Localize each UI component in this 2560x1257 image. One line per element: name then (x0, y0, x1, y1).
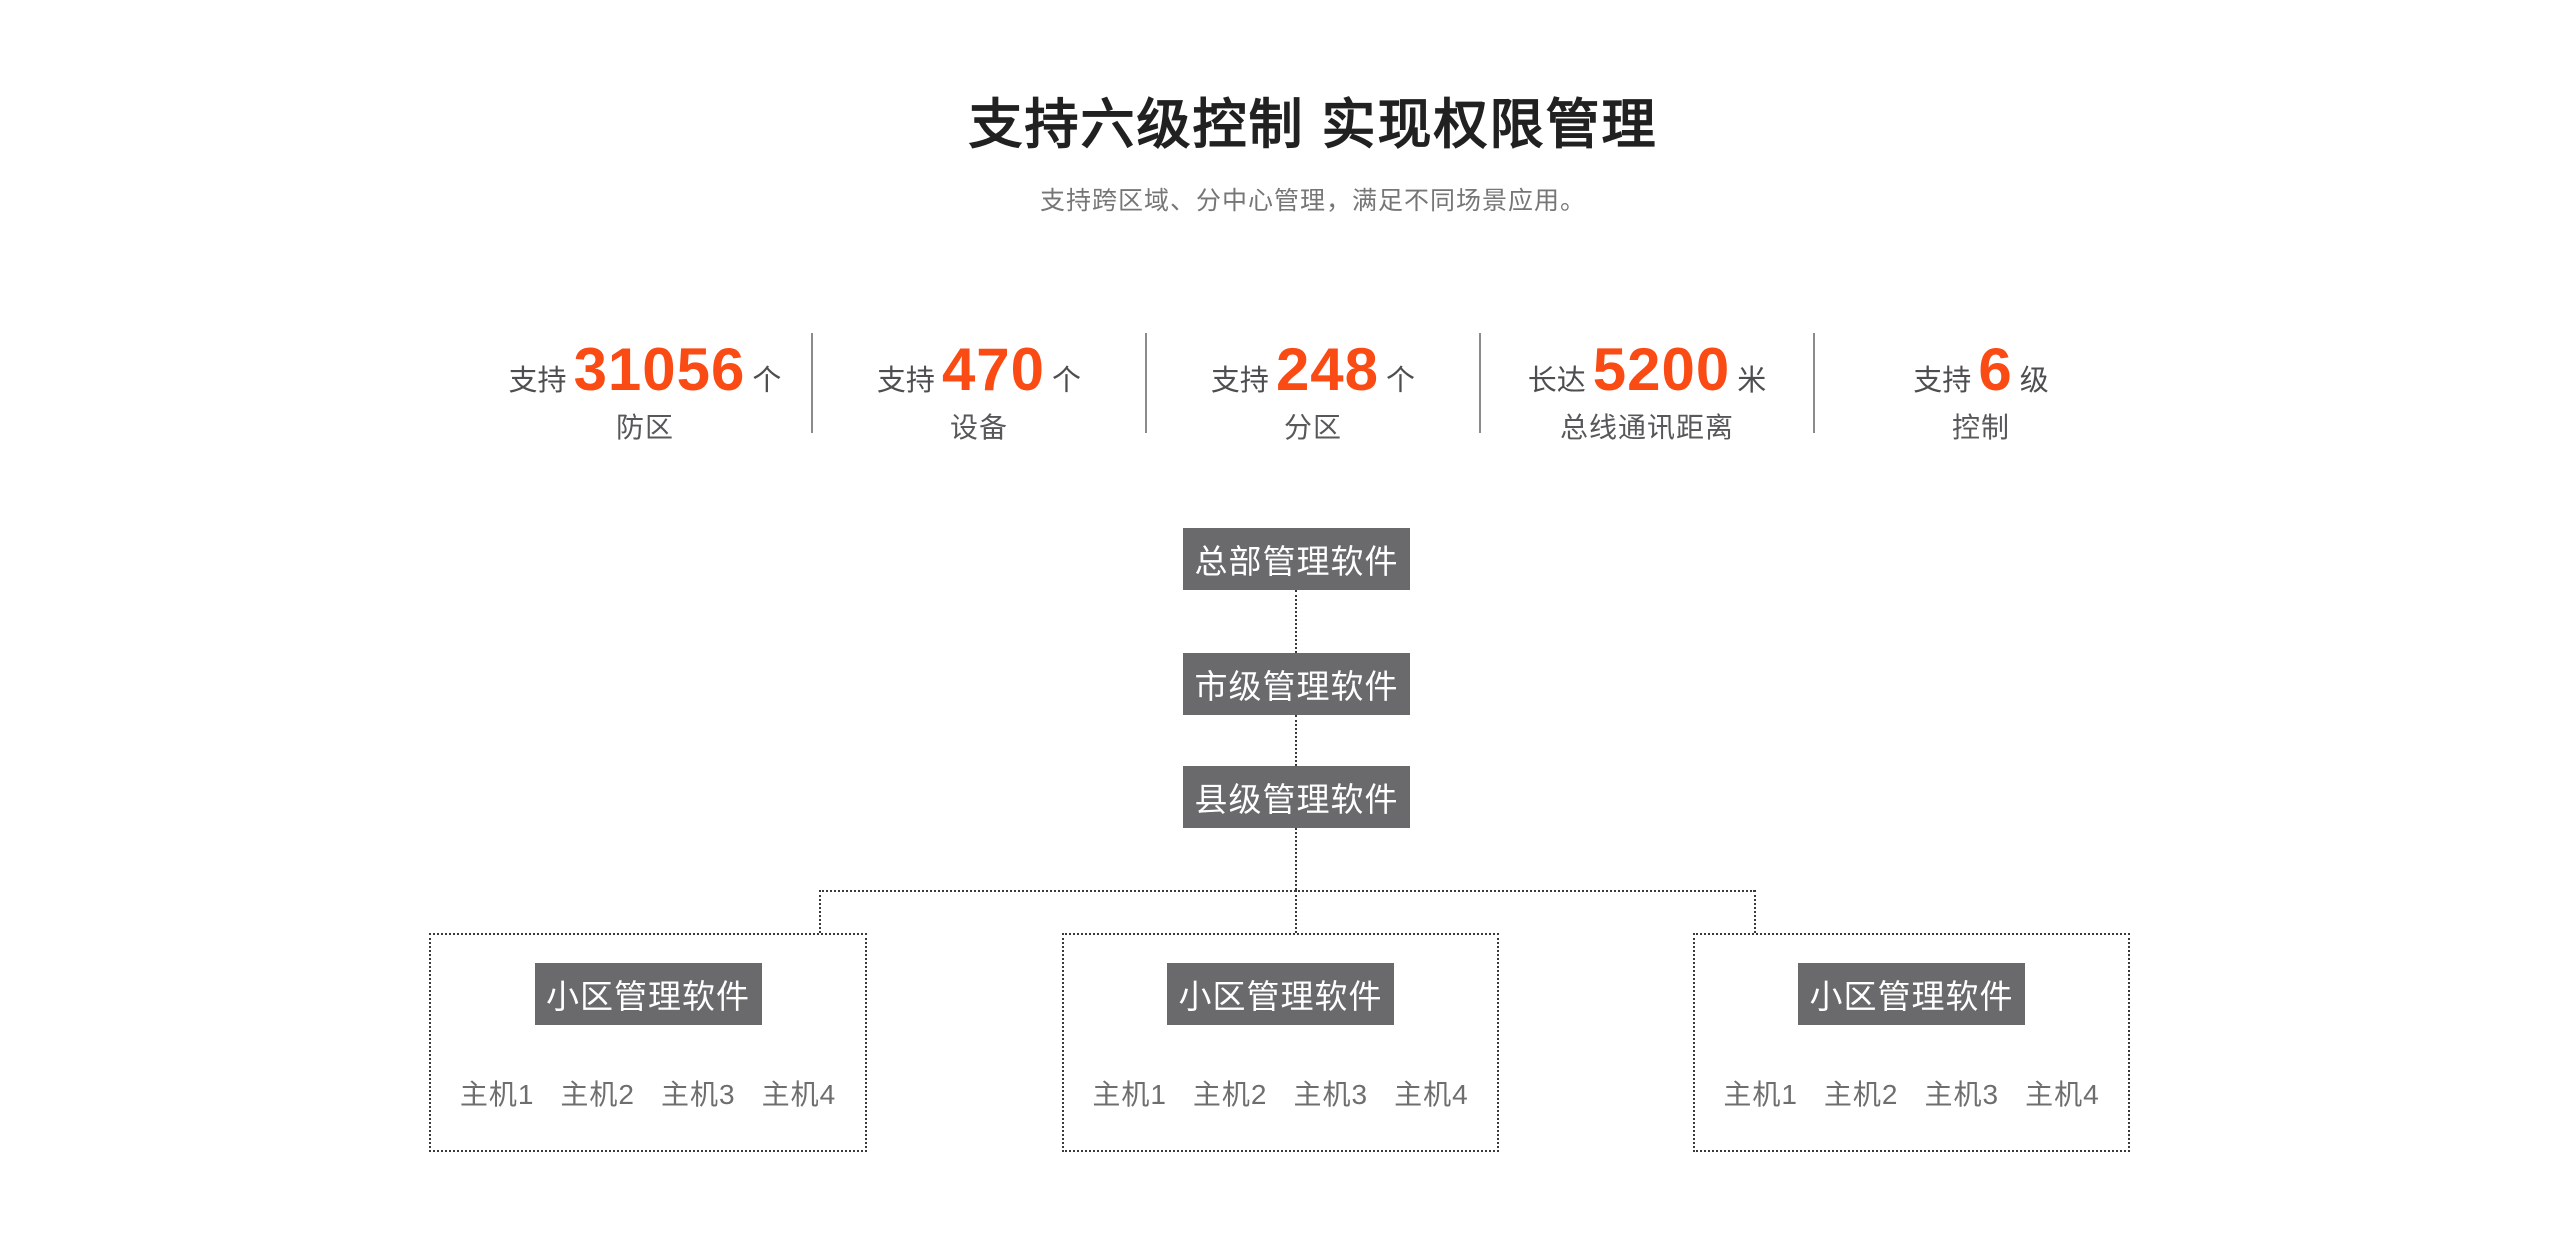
connector-horizontal (819, 890, 1755, 892)
stat-value: 470 (941, 336, 1046, 403)
host-label: 主机3 (661, 1079, 736, 1110)
section-header: 支持六级控制 实现权限管理 支持跨区域、分中心管理，满足不同场景应用。 (33, 0, 2560, 215)
stat-unit: 级 (2019, 365, 2049, 397)
stat-item-devices: 支持 470 个 设备 (813, 333, 1145, 446)
host-label: 主机2 (560, 1079, 635, 1110)
stat-label: 设备 (949, 412, 1008, 443)
stat-divider (1145, 333, 1147, 433)
stat-value-line: 支持 6 级 (1815, 335, 2147, 403)
host-list: 主机1 主机2 主机3 主机4 (1723, 1073, 2099, 1113)
node-headquarters: 总部管理软件 (1183, 528, 1410, 590)
stat-item-zones: 支持 31056 个 防区 (479, 333, 811, 446)
host-label: 主机2 (1823, 1079, 1899, 1110)
host-label: 主机4 (1394, 1079, 1469, 1110)
stat-unit: 个 (1052, 365, 1082, 397)
stat-item-control-levels: 支持 6 级 控制 (1815, 333, 2147, 446)
stat-item-partitions: 支持 248 个 分区 (1147, 333, 1479, 446)
community-group-3: 小区管理软件 主机1 主机2 主机3 主机4 (1693, 933, 2130, 1152)
community-group-2: 小区管理软件 主机1 主机2 主机3 主机4 (1062, 933, 1499, 1152)
stat-prefix: 支持 (876, 365, 935, 397)
node-community-software: 小区管理软件 (534, 963, 762, 1025)
node-city-level: 市级管理软件 (1183, 653, 1410, 715)
stat-unit: 个 (752, 365, 782, 397)
stat-label: 总线通讯距离 (1559, 412, 1734, 443)
node-community-software: 小区管理软件 (1798, 963, 2025, 1025)
stat-prefix: 支持 (508, 365, 567, 397)
host-label: 主机1 (1723, 1079, 1798, 1110)
stat-label: 分区 (1283, 412, 1342, 443)
stats-row: 支持 31056 个 防区 支持 470 个 设备 支持 248 个 分区 (33, 333, 2560, 446)
host-list: 主机1 主机2 主机3 主机4 (460, 1073, 836, 1113)
connector-drop-left (819, 890, 821, 933)
host-list: 主机1 主机2 主机3 主机4 (1092, 1073, 1468, 1113)
connector-vertical (1295, 715, 1297, 766)
stat-value-line: 支持 31056 个 (479, 335, 811, 403)
stat-unit: 米 (1737, 365, 1767, 397)
page-subtitle: 支持跨区域、分中心管理，满足不同场景应用。 (1039, 186, 1586, 215)
stat-value-line: 长达 5200 米 (1481, 335, 1813, 403)
connector-vertical (1295, 828, 1297, 890)
host-label: 主机2 (1192, 1079, 1268, 1110)
node-community-software: 小区管理软件 (1167, 963, 1394, 1025)
stat-value-line: 支持 470 个 (813, 335, 1145, 403)
stat-divider (811, 333, 813, 433)
host-label: 主机4 (761, 1079, 837, 1110)
stat-value-line: 支持 248 个 (1147, 335, 1479, 403)
host-label: 主机4 (2025, 1079, 2100, 1110)
host-label: 主机1 (459, 1079, 535, 1110)
node-county-level: 县级管理软件 (1183, 766, 1410, 828)
stat-unit: 个 (1386, 365, 1416, 397)
connector-drop-center (1295, 890, 1297, 933)
stat-value: 248 (1275, 336, 1380, 403)
stat-value: 31056 (573, 336, 746, 403)
connector-vertical (1295, 590, 1297, 653)
stat-label: 控制 (1951, 412, 2010, 443)
community-group-1: 小区管理软件 主机1 主机2 主机3 主机4 (429, 933, 867, 1152)
stat-label: 防区 (615, 412, 674, 443)
stat-item-bus-distance: 长达 5200 米 总线通讯距离 (1481, 333, 1813, 446)
stat-value: 6 (1978, 336, 2013, 403)
stat-divider (1479, 333, 1481, 433)
host-label: 主机3 (1924, 1079, 2000, 1110)
stat-prefix: 支持 (1913, 365, 1972, 397)
stat-prefix: 长达 (1527, 365, 1586, 397)
connector-drop-right (1754, 890, 1756, 933)
stat-divider (1813, 333, 1815, 433)
host-label: 主机3 (1293, 1079, 1369, 1110)
stat-value: 5200 (1592, 336, 1731, 403)
stat-prefix: 支持 (1210, 365, 1269, 397)
host-label: 主机1 (1092, 1079, 1167, 1110)
page-title: 支持六级控制 实现权限管理 (968, 95, 1658, 155)
